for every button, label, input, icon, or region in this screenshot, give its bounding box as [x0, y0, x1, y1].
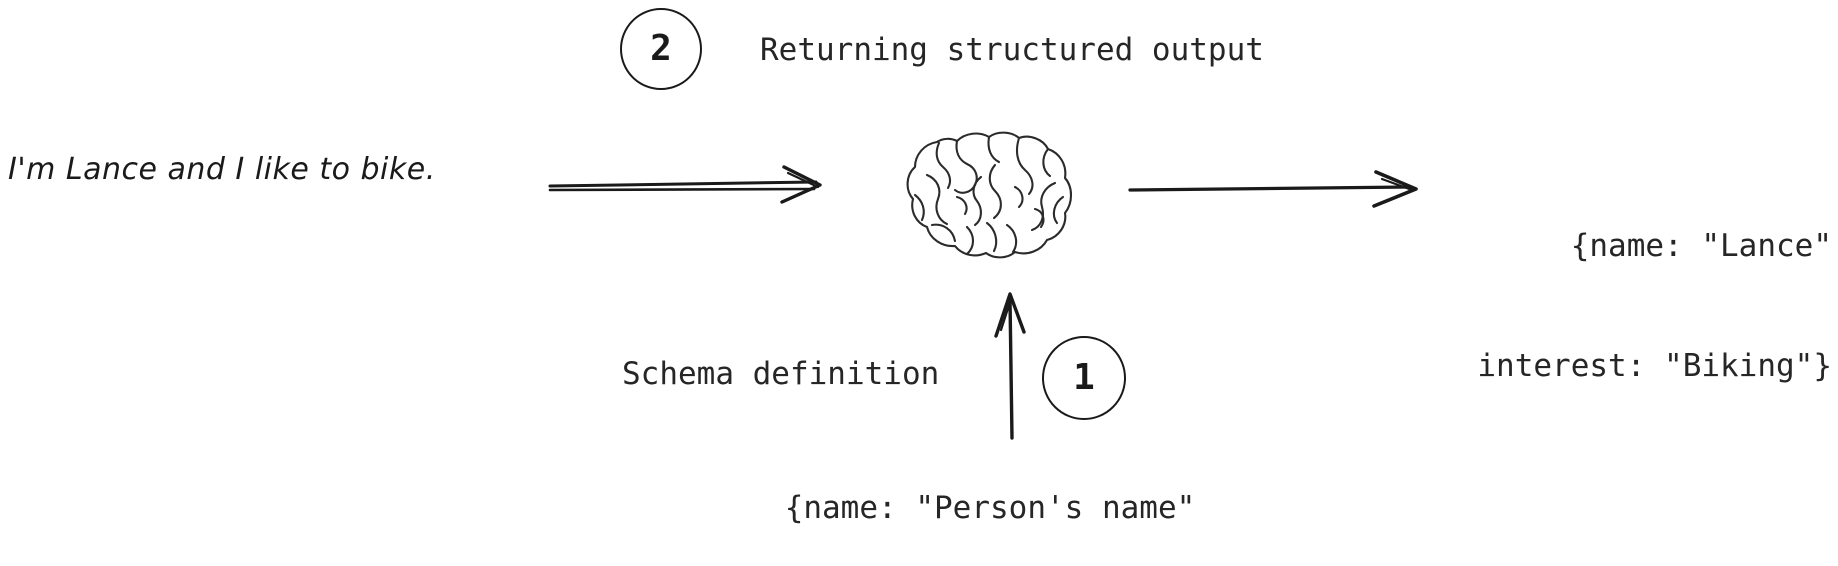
step-label-1: Schema definition [622, 356, 940, 392]
user-input-text: I'm Lance and I like to bike. [8, 152, 436, 187]
step-badge-1-number: 1 [1073, 357, 1095, 398]
structured-output-line-2: interest: "Biking"} [1477, 348, 1832, 384]
structured-output-text: {name: "Lance" interest: "Biking"} [1350, 146, 1832, 466]
brain-icon [895, 125, 1085, 265]
schema-line-1: {name: "Person's name" [784, 490, 1196, 526]
structured-output-line-1: {name: "Lance" [1570, 228, 1832, 264]
input-to-model-arrow [548, 160, 858, 212]
model-to-output-arrow [1128, 162, 1448, 214]
step-badge-1: 1 [1042, 336, 1126, 420]
step-label-2: Returning structured output [760, 32, 1264, 68]
step-badge-2: 2 [620, 8, 702, 90]
step-badge-2-number: 2 [650, 28, 672, 69]
schema-definition-text: {name: "Person's name" interest: "Person… [560, 408, 1420, 566]
schema-to-model-arrow [990, 292, 1040, 440]
